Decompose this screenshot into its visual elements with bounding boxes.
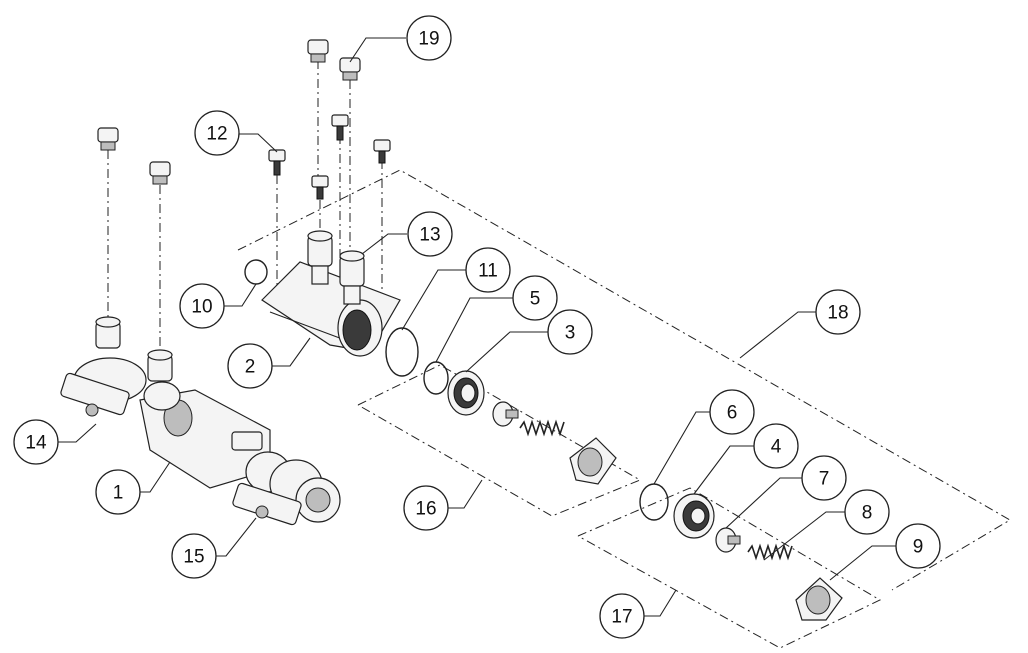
callout-circle (801, 455, 847, 501)
callout-circle (95, 469, 141, 515)
callout-circle (406, 15, 452, 61)
cage-16 (569, 437, 617, 485)
callout-circle (465, 247, 511, 293)
callout-label: 1 (113, 483, 124, 504)
callout-label: 7 (819, 469, 830, 490)
isolation-valve-15 (232, 482, 302, 526)
callout-circle (227, 343, 273, 389)
screw-12 (268, 149, 286, 176)
bolt-top-left (97, 127, 119, 151)
screw-right-b (373, 139, 391, 164)
union-nut-right (245, 451, 341, 523)
valve-body-1 (139, 389, 271, 489)
bolt-19-left (307, 39, 329, 63)
fitting-center-body (143, 349, 181, 411)
callout-label: 2 (245, 357, 256, 378)
callout-14: 14 (13, 419, 59, 465)
callout-label: 19 (418, 29, 439, 50)
callout-label: 8 (862, 503, 873, 524)
callout-2: 2 (227, 343, 273, 389)
callout-label: 5 (530, 289, 541, 310)
fitting-13-left (307, 230, 333, 285)
callout-13: 13 (407, 211, 453, 257)
cage-9 (795, 577, 843, 621)
callout-label: 11 (478, 261, 498, 282)
callout-5: 5 (512, 275, 558, 321)
screw-right-a (331, 114, 349, 141)
o-ring-11 (385, 327, 419, 377)
bolt-top-center (149, 161, 171, 185)
callout-19: 19 (406, 15, 452, 61)
callout-16: 16 (403, 485, 449, 531)
callout-label: 17 (611, 607, 632, 628)
callout-label: 10 (191, 297, 212, 318)
callout-circle (753, 423, 799, 469)
callout-label: 6 (727, 403, 738, 424)
bolt-19-right (339, 57, 361, 81)
callout-7: 7 (801, 455, 847, 501)
callout-18: 18 (815, 289, 861, 335)
spring-8 (747, 543, 793, 561)
o-ring-10 (244, 259, 268, 285)
callout-8: 8 (844, 489, 890, 535)
cover-plate-2 (261, 261, 401, 357)
callout-label: 3 (565, 323, 576, 344)
callout-circle (709, 389, 755, 435)
callout-label: 16 (415, 499, 436, 520)
callout-6: 6 (709, 389, 755, 435)
callout-label: 12 (206, 124, 227, 145)
callout-9: 9 (895, 523, 941, 569)
callout-label: 18 (827, 303, 848, 324)
callout-circle (512, 275, 558, 321)
group-outline-16 (357, 364, 642, 517)
group-outline-18 (237, 169, 1011, 591)
callout-label: 4 (771, 437, 782, 458)
callout-circle (194, 110, 240, 156)
callout-label: 13 (419, 225, 440, 246)
seat-3 (447, 370, 485, 416)
group-outline-17 (577, 487, 882, 649)
callout-circle (179, 283, 225, 329)
callout-circle (895, 523, 941, 569)
callout-1: 1 (95, 469, 141, 515)
callout-label: 9 (913, 537, 924, 558)
callout-label: 15 (183, 547, 204, 568)
callout-10: 10 (179, 283, 225, 329)
callout-circle (407, 211, 453, 257)
screw-center-small (311, 175, 329, 200)
callout-12: 12 (194, 110, 240, 156)
callout-3: 3 (547, 309, 593, 355)
callout-17: 17 (599, 593, 645, 639)
isolation-valve-14 (60, 372, 130, 417)
o-ring-6 (639, 483, 669, 521)
o-ring-5 (423, 361, 449, 395)
callout-circle (403, 485, 449, 531)
spring-16 (519, 419, 565, 437)
fitting-13-right (339, 250, 365, 305)
leader-lines (56, 37, 896, 617)
callout-label: 14 (25, 433, 47, 454)
callout-11: 11 (465, 247, 511, 293)
seat-4 (673, 493, 715, 539)
callout-circle (815, 289, 861, 335)
callout-circle (844, 489, 890, 535)
callout-15: 15 (171, 533, 217, 579)
poppet-7 (715, 527, 741, 553)
callout-4: 4 (753, 423, 799, 469)
callout-circle (13, 419, 59, 465)
assembly-axis-lines (107, 60, 383, 358)
poppet-16 (492, 401, 519, 427)
callout-circle (171, 533, 217, 579)
callout-circle (547, 309, 593, 355)
callout-circle (599, 593, 645, 639)
